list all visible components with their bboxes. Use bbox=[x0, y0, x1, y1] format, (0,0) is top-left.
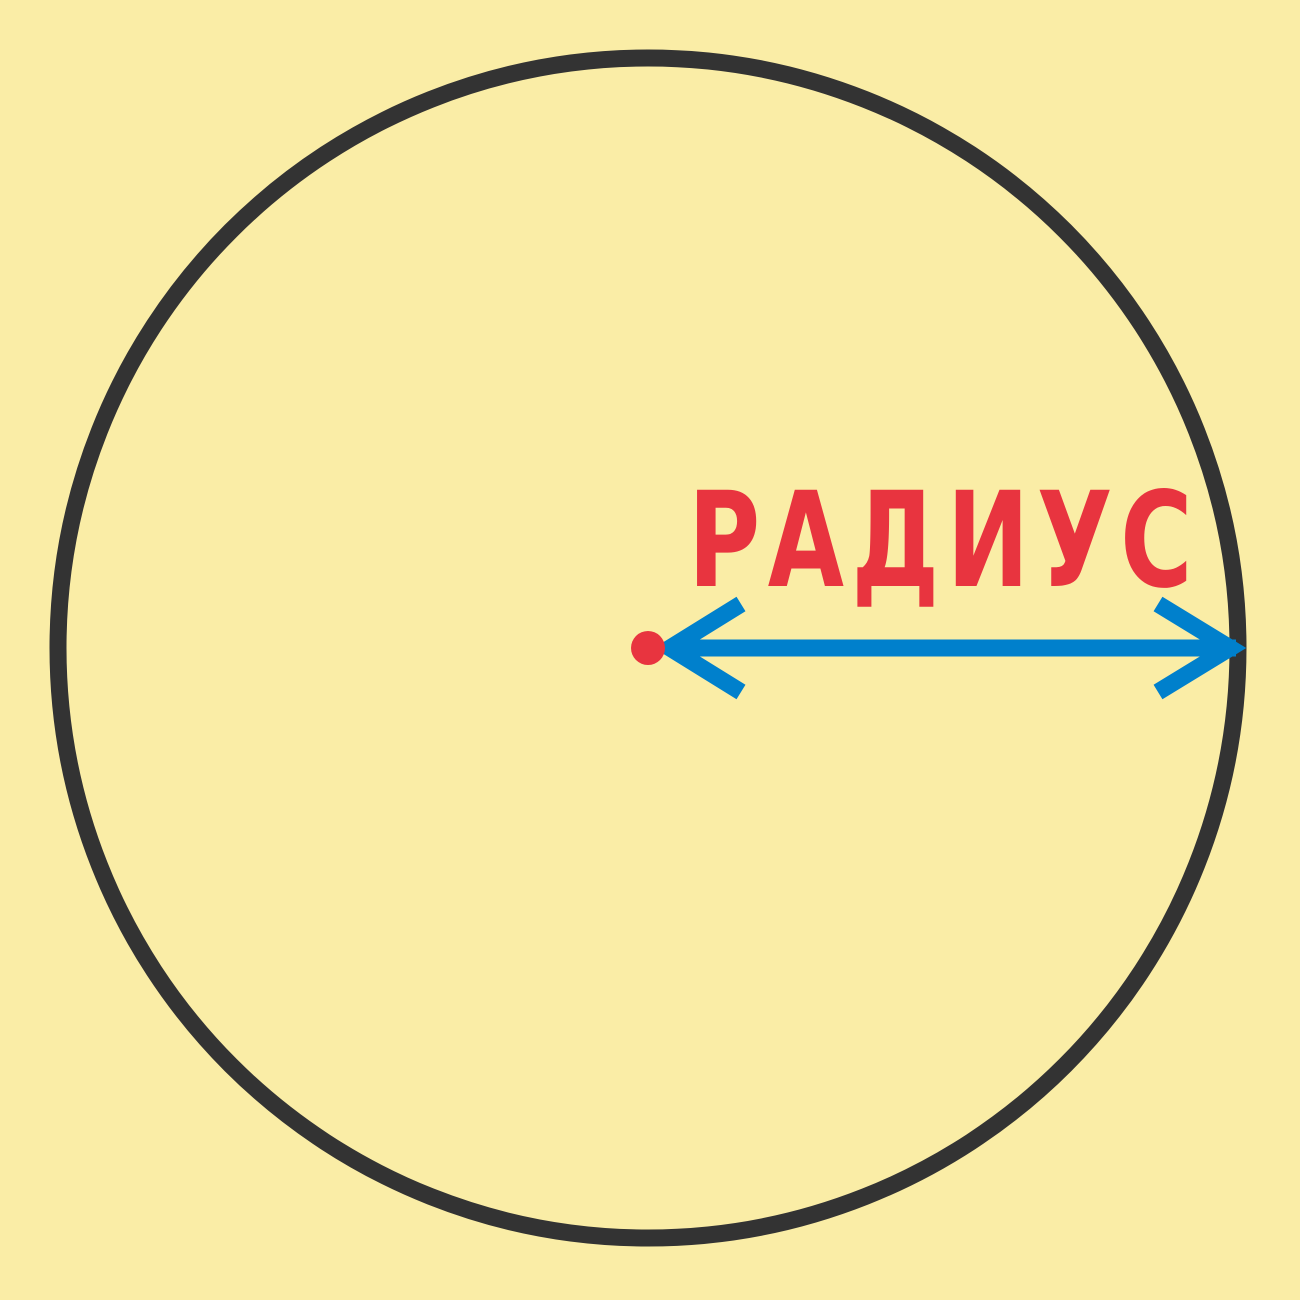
radius-arrow bbox=[653, 596, 1247, 700]
radius-label: РАДИУС bbox=[688, 464, 1200, 618]
radius-arrow-right-head bbox=[1153, 596, 1247, 700]
center-dot bbox=[631, 631, 665, 665]
radius-arrow-left-head bbox=[653, 596, 746, 700]
